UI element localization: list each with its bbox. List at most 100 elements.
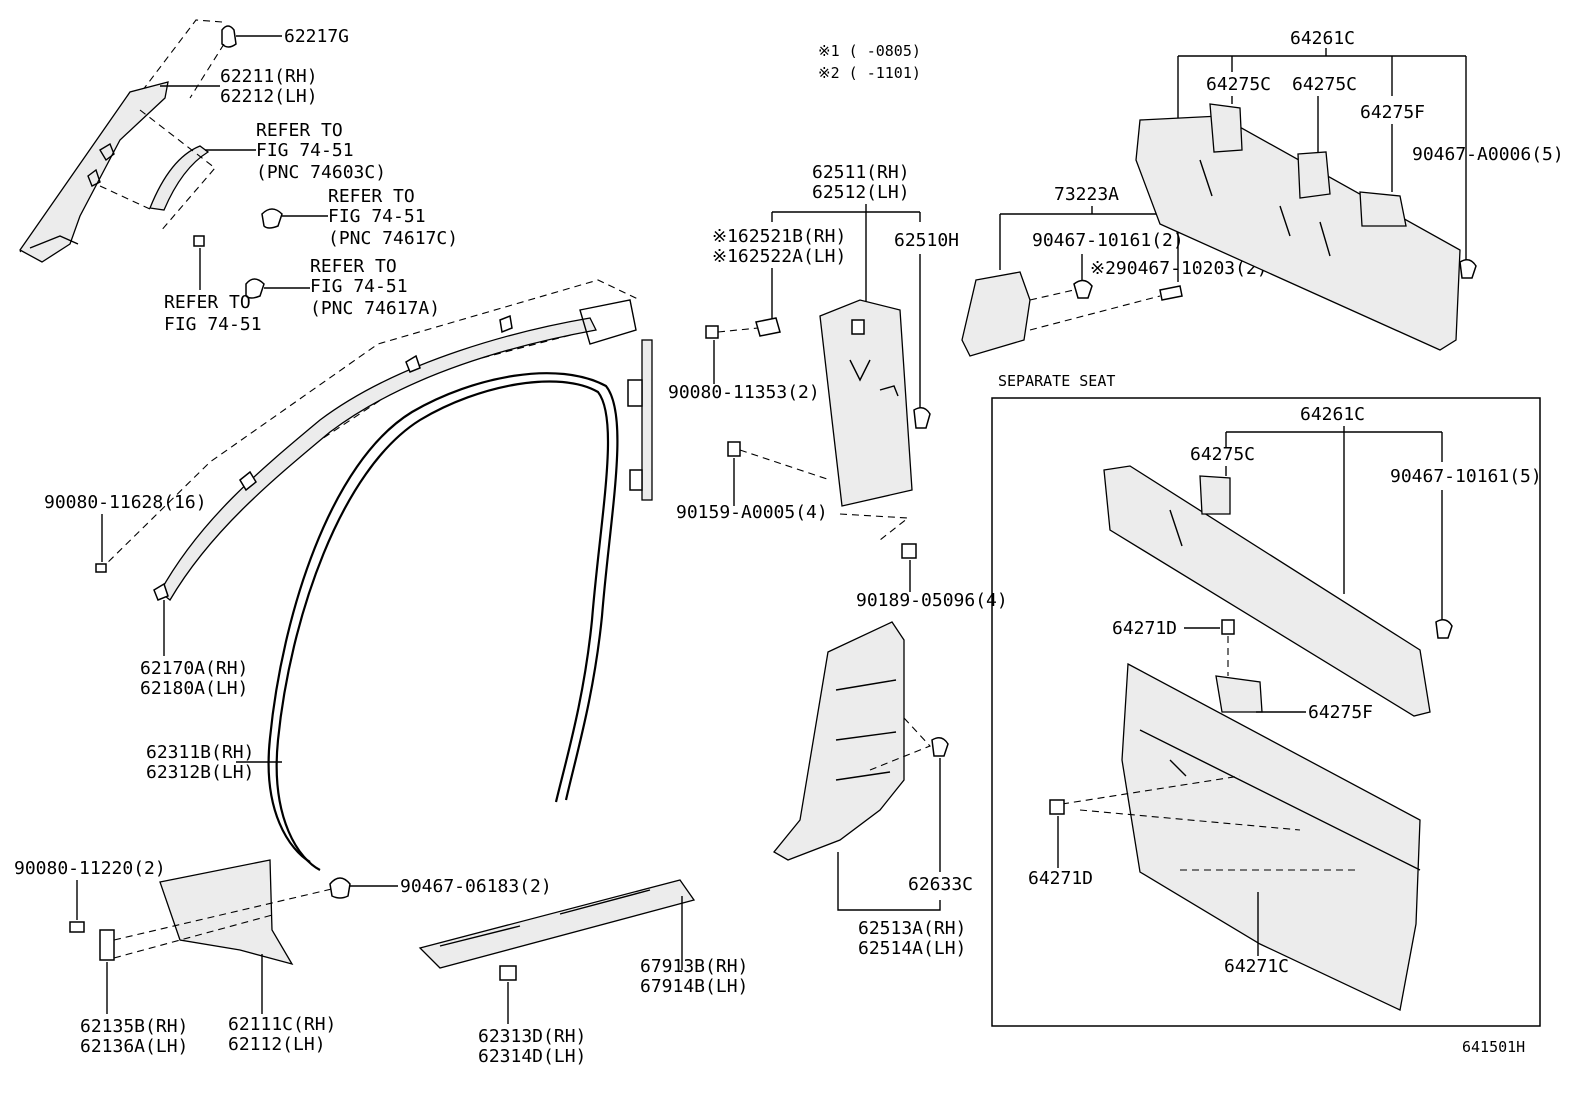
bracket-64275c-a (1209, 103, 1243, 153)
scuff-plate-group: 62313D(RH) 62314D(LH) 67913B(RH) 67914B(… (418, 879, 748, 1067)
label-90467-10161-a: 90467-10161(2) (1032, 230, 1184, 251)
screw-grip (193, 235, 205, 247)
assist-grip (149, 145, 210, 211)
label-64275c-box: 64275C (1190, 444, 1255, 465)
label-64271d-b: 64271D (1028, 868, 1093, 889)
clip-64271d-a (1221, 619, 1235, 635)
label-90189-05096: 90189-05096(4) (856, 590, 1008, 611)
label-ref3-b: FIG 74-51 (310, 276, 408, 297)
label-62111c: 62111C(RH) (228, 1014, 336, 1035)
door-weatherstrip (275, 380, 610, 871)
label-ref2-c: (PNC 74617C) (328, 228, 458, 249)
label-ref1-b: FIG 74-51 (256, 140, 354, 161)
label-64261c-box: 64261C (1300, 404, 1365, 425)
bracket-62135b (99, 929, 115, 961)
clip-62633c (931, 737, 949, 757)
inflator (641, 339, 653, 501)
label-ref3-a: REFER TO (310, 256, 397, 277)
label-ref3-c: (PNC 74617A) (310, 298, 440, 319)
label-73223a: 73223A (1054, 184, 1119, 205)
cap-74617c (261, 208, 283, 229)
label-ref1-c: (PNC 74603C) (256, 162, 386, 183)
label-64271c: 64271C (1224, 956, 1289, 977)
clip-62510h (913, 407, 931, 429)
clip-90467-06183 (329, 877, 351, 899)
label-62112: 62112(LH) (228, 1034, 326, 1055)
bolt-90080-11353 (705, 325, 719, 339)
label-64275c-a: 64275C (1206, 74, 1271, 95)
label-62136a: 62136A(LH) (80, 1036, 188, 1057)
label-90467-a0006: 90467-A0006(5) (1412, 144, 1564, 165)
label-62211: 62211(RH) (220, 66, 318, 87)
label-62313d: 62313D(RH) (478, 1026, 586, 1047)
curtain-airbag-group: 90080-11628(16) 62170A(RH) 62180A(LH) (44, 279, 653, 699)
label-67914b: 67914B(LH) (640, 976, 748, 997)
clip-64271d-b (1049, 799, 1065, 815)
clip-90467-10161-box (1435, 619, 1453, 639)
label-64275c-b: 64275C (1292, 74, 1357, 95)
bracket-64275c-b (1297, 151, 1331, 199)
clip-90467-10203 (1159, 285, 1183, 301)
center-pillar-upper-garnish (819, 299, 913, 507)
separate-seat-group: SEPARATE SEAT 64261C 64275C 90467-10161(… (991, 372, 1542, 1027)
figure-id: 641501H (1462, 1038, 1525, 1056)
seat-rear-trim (1103, 465, 1431, 717)
label-separate-seat: SEPARATE SEAT (998, 372, 1115, 390)
bracket-64275f-top (1359, 191, 1407, 227)
label-62514a: 62514A(LH) (858, 938, 966, 959)
rear-trim-top-group: 64261C 64275C 64275C 64275F 90467-A0006(… (1135, 28, 1564, 351)
label-ref4-a: REFER TO (164, 292, 251, 313)
seatbelt-cover (961, 271, 1031, 357)
seat-back-board (1121, 662, 1421, 1011)
label-90159-a0005: 90159-A0005(4) (676, 502, 828, 523)
cowl-side-trim (159, 859, 294, 966)
center-pillar-upper-group: 62511(RH) 62512(LH) ※162521B(RH) ※162522… (668, 162, 1008, 611)
clip-62217g (221, 25, 237, 48)
label-64275f-top: 64275F (1360, 102, 1425, 123)
label-62212: 62212(LH) (220, 86, 318, 107)
cowl-side-trim-group: 90080-11220(2) 62135B(RH) 62136A(LH) 621… (14, 858, 552, 1057)
label-62511: 62511(RH) (812, 162, 910, 183)
weatherstrip-group: 62311B(RH) 62312B(LH) (146, 372, 619, 871)
label-62217g: 62217G (284, 26, 349, 47)
label-90080-11628: 90080-11628(16) (44, 492, 207, 513)
clip-62313d (499, 965, 517, 981)
label-90467-06183: 90467-06183(2) (400, 876, 552, 897)
label-67913b: 67913B(RH) (640, 956, 748, 977)
label-90080-11353: 90080-11353(2) (668, 382, 820, 403)
label-62135b: 62135B(RH) (80, 1016, 188, 1037)
curtain-airbag (159, 317, 597, 601)
note-2: ※2 ( -1101) (818, 64, 921, 82)
label-ref2-b: FIG 74-51 (328, 206, 426, 227)
center-pillar-lower-group: 62633C 62513A(RH) 62514A(LH) (773, 621, 973, 959)
separate-seat-frame (991, 397, 1541, 1027)
label-62512: 62512(LH) (812, 182, 910, 203)
label-64271d-a: 64271D (1112, 618, 1177, 639)
bolt-90159-a0005 (727, 441, 741, 457)
label-62633c: 62633C (908, 874, 973, 895)
bracket-64275f-box (1215, 675, 1263, 713)
clip-90467-a0006 (1459, 259, 1477, 279)
label-90467-10203: ※290467-10203(2) (1090, 258, 1268, 279)
bolt-90080-11628 (95, 563, 107, 573)
label-62180a: 62180A(LH) (140, 678, 248, 699)
label-90467-10161-b: 90467-10161(5) (1390, 466, 1542, 487)
clip-90467-10161 (1073, 279, 1093, 299)
cap-74617a (245, 278, 265, 299)
label-62170a: 62170A(RH) (140, 658, 248, 679)
label-62510h: 62510H (894, 230, 959, 251)
a-pillar-garnish-group: 62217G 62211(RH) 62212(LH) REFER TO FIG … (19, 19, 458, 335)
label-62312b: 62312B(LH) (146, 762, 254, 783)
label-62521b: ※162521B(RH) (712, 226, 846, 247)
label-ref1-a: REFER TO (256, 120, 343, 141)
clip-90189-05096 (901, 543, 917, 559)
bracket-64275c-box (1199, 475, 1231, 515)
label-ref4-b: FIG 74-51 (164, 314, 262, 335)
label-62311b: 62311B(RH) (146, 742, 254, 763)
label-62314d: 62314D(LH) (478, 1046, 586, 1067)
scuff-plate (418, 879, 696, 969)
label-ref2-a: REFER TO (328, 186, 415, 207)
label-90080-11220: 90080-11220(2) (14, 858, 166, 879)
center-pillar-lower-garnish (773, 621, 905, 861)
